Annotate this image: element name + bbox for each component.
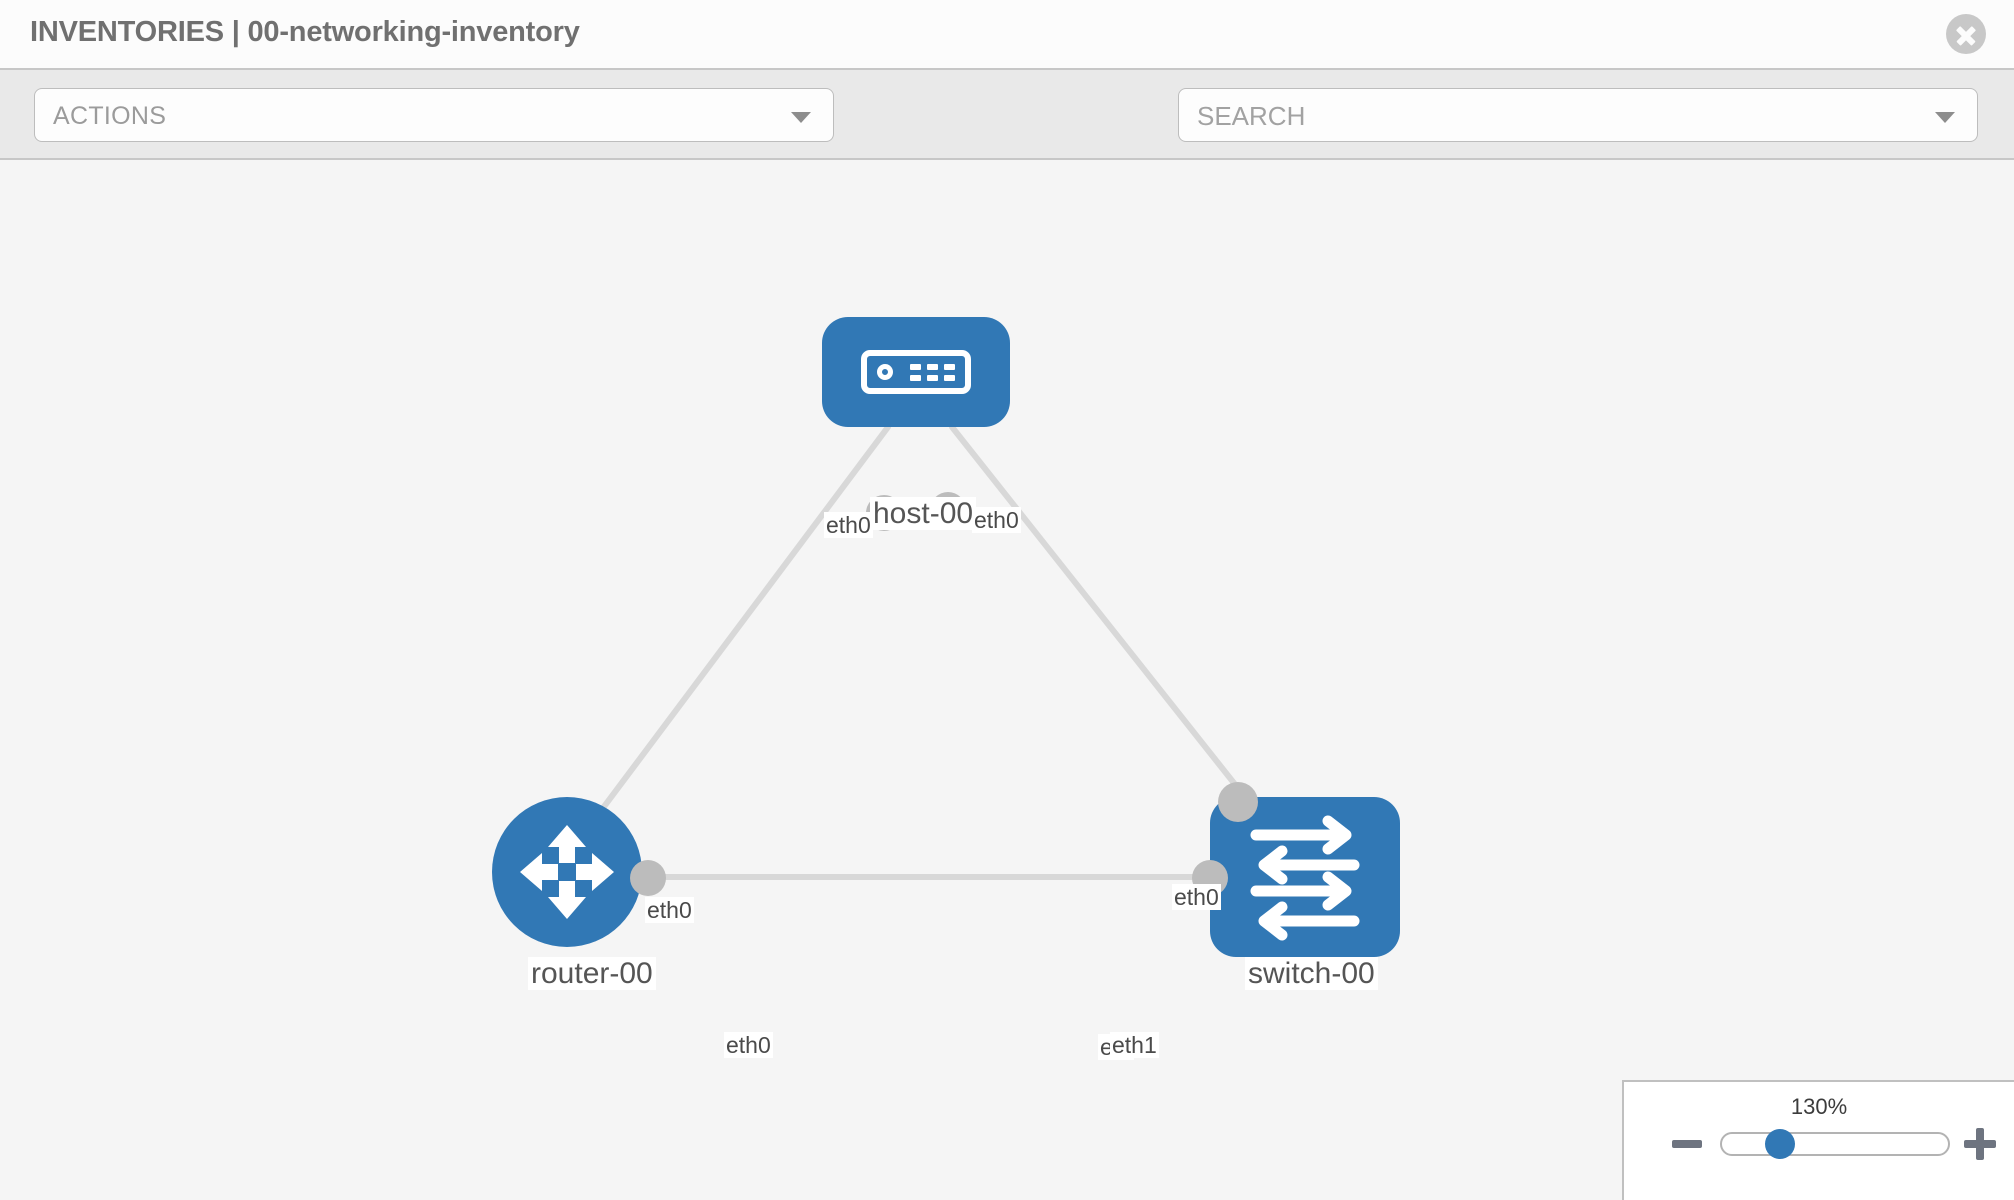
server-icon [861, 350, 971, 394]
router-nub-right[interactable] [630, 860, 666, 896]
search-placeholder: SEARCH [1197, 101, 1306, 131]
toolbar: ACTIONS SEARCH [0, 70, 2014, 199]
minus-icon[interactable] [1672, 1140, 1702, 1148]
host-node-shape[interactable] [822, 317, 1010, 427]
router-arrows-icon [520, 825, 614, 919]
switch-node-shape[interactable] [1210, 797, 1400, 957]
node-switch-00[interactable] [1210, 797, 1400, 957]
page-title: INVENTORIES | 00-networking-inventory [30, 16, 580, 48]
zoom-slider-track[interactable] [1720, 1132, 1950, 1156]
node-host-00[interactable] [822, 317, 1010, 427]
interface-label-router-up: eth0 [645, 897, 694, 924]
topology-canvas[interactable]: host-00 eth0 eth0 router-00 eth0 eth0 [0, 162, 2014, 1200]
plus-icon[interactable] [1964, 1128, 1996, 1160]
close-icon[interactable] [1946, 14, 1986, 54]
interface-label-host-right: eth0 [972, 507, 1021, 534]
switch-nub-top[interactable] [1218, 782, 1258, 822]
topology-edges [597, 424, 1248, 880]
server-icon-dot-grid [910, 364, 956, 381]
edge-host-switch [949, 424, 1248, 800]
plus-icon-vertical [1976, 1128, 1984, 1160]
actions-dropdown-label: ACTIONS [53, 102, 167, 130]
interface-label-switch-left: eth1 [1110, 1032, 1159, 1059]
router-node-shape[interactable] [492, 797, 642, 947]
page-header: INVENTORIES | 00-networking-inventory [0, 0, 2014, 70]
switch-arrows-icon [1250, 815, 1360, 941]
actions-dropdown[interactable]: ACTIONS [34, 88, 834, 142]
interface-label-switch-up: eth0 [1172, 884, 1221, 911]
zoom-control-panel: 130% [1622, 1080, 2014, 1200]
zoom-slider-thumb[interactable] [1765, 1129, 1795, 1159]
node-router-00[interactable] [492, 797, 642, 947]
search-input[interactable]: SEARCH [1178, 88, 1978, 142]
chevron-down-icon[interactable] [1935, 112, 1955, 123]
interface-label-router-right: eth0 [724, 1032, 773, 1059]
interface-label-host-left: eth0 [824, 512, 873, 539]
edge-host-router [597, 424, 891, 815]
server-icon-power-dot [877, 364, 893, 380]
chevron-down-icon [791, 112, 811, 123]
node-label-switch-00: switch-00 [1245, 957, 1378, 990]
node-label-router-00: router-00 [528, 957, 656, 990]
node-label-host-00: host-00 [870, 497, 977, 530]
zoom-percent-label: 130% [1790, 1094, 1848, 1119]
